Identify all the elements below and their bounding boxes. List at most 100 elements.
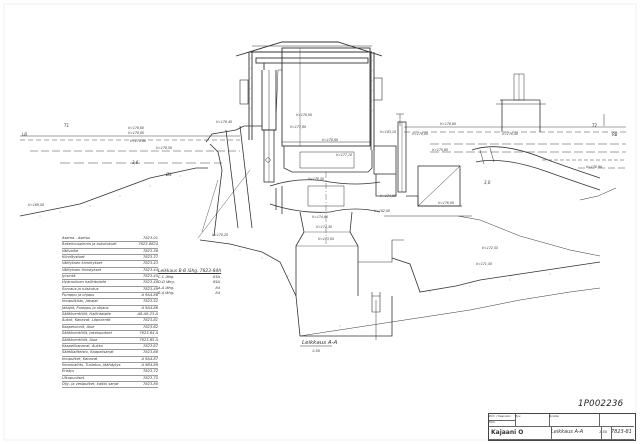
- elev-draft-c: V=174,30: [316, 225, 332, 229]
- reference-code: 7823-48: [142, 280, 158, 285]
- reference-code: 7823-67: [142, 343, 158, 348]
- reference-code: 7823-8824: [138, 242, 158, 247]
- elev-roof: V=183,10: [380, 130, 396, 134]
- elev-foundation: V=171,50: [476, 262, 492, 266]
- reference-name: Sorvaus ja ruiskutus: [62, 286, 99, 291]
- elev-right-edge: V=176,90: [586, 165, 602, 169]
- reference-name: Pumppu ja ohjaus: [62, 293, 95, 298]
- section-name: A-A lähg.: [158, 285, 175, 290]
- reference-row: Sorvaus ja ruiskutus 7823-49: [62, 286, 158, 294]
- marker-gate: Ø4: [165, 172, 172, 177]
- intake-structure: [197, 125, 275, 239]
- reference-code: 7823-01: [142, 236, 158, 240]
- reference-code: 7823-49: [142, 286, 158, 291]
- tb-label-2: Tark.: [489, 420, 516, 427]
- water-levels: [20, 126, 626, 164]
- reference-name: Imuputkisto, Jakajat: [62, 299, 98, 304]
- reference-code: 7823-68: [142, 350, 158, 355]
- reference-name: Välityksen tiivistykset: [62, 267, 102, 272]
- rock-texture: [39, 175, 591, 327]
- reference-code: 7823-75: [142, 375, 158, 380]
- section-scale: 1:50: [312, 349, 321, 353]
- elev-draft-a: V=176,50: [308, 177, 324, 181]
- reference-code: 7823-65 A: [139, 337, 158, 342]
- elevation-label-group: V=178,60 V=178,60 V=178,60 V=178,50 V=17…: [28, 113, 602, 266]
- reference-row: Säätöventtiilit, Alue 7823-65 A: [62, 338, 158, 344]
- reference-row: Hydraulinen hallintolaite 7823-48: [62, 280, 158, 287]
- section-title: Leikkaus A-A: [302, 340, 338, 346]
- marker-labels: T1 T2 LB RB Ø4 3,6 3,0: [22, 123, 618, 185]
- marker-left-bank: LB: [22, 132, 27, 137]
- section-name: D-D lähg.: [158, 280, 175, 285]
- elev-water-right-b: V=178,00: [412, 132, 428, 136]
- tb-scale: 1:50: [599, 426, 612, 440]
- reference-name: Hydraulinen hallintolaite: [62, 280, 107, 285]
- section-code: 84: [215, 285, 220, 290]
- reference-row: Kaapeloinnit, Alue 7823-62: [62, 324, 158, 332]
- reference-code: 7823-61: [142, 318, 158, 323]
- reference-name: Säätöventtiilit, Hallintalaite: [62, 312, 112, 317]
- reference-code: A 9A4-86: [141, 293, 158, 298]
- reference-name: Säätöventtiilit, Jakeluputket: [62, 331, 112, 336]
- tb-drawing-no: 7823-81: [611, 426, 634, 440]
- reference-row: Imuputket, Kanavat A 9A4-87: [62, 357, 158, 363]
- reference-code: 7823-62: [142, 324, 158, 329]
- reference-name: Välivaihe: [62, 248, 79, 253]
- reference-code: 7823-43: [142, 261, 158, 266]
- reference-name: Eristys: [62, 369, 75, 374]
- elev-lower-channel: V=172,55: [482, 246, 498, 250]
- section-code: 83A: [212, 275, 220, 279]
- title-block: Piirt. / Kaavioon Tark. Kajaani O Hyv. N…: [488, 413, 636, 441]
- reference-row: Säätöventtiilit, Jakeluputket 7823-64 A: [62, 331, 158, 338]
- bank-lines: [542, 159, 626, 169]
- reference-code: A 9A4-87: [141, 356, 158, 361]
- sections-reference: Leikkaus B-B lähg. 7823-84A C-C lähg.83A…: [158, 269, 221, 296]
- marker-right-bank: RB: [612, 132, 618, 137]
- elev-gen-floor: V=178,60: [322, 138, 338, 142]
- turbine-unit: [269, 146, 404, 340]
- elev-water-right-c: V=175,80: [432, 148, 448, 152]
- elev-water-right-d: V=176,40: [502, 132, 518, 136]
- reference-name: Imuputket, Kanavat: [62, 356, 98, 361]
- elev-left-rock-b: V=170,20: [212, 233, 228, 237]
- reference-code: A8-A9-23-A: [137, 312, 158, 317]
- tb-company: Kajaani O: [489, 426, 552, 440]
- reference-row: Säätöventtiilit, Hallintalaite A8-A9-23-A: [62, 312, 158, 319]
- reference-name: Jyrsintä: [62, 274, 76, 279]
- reference-row: Välivaihe 7823-36: [62, 248, 158, 256]
- drawing-border: [3, 3, 637, 441]
- reference-row: Imuputkisto, Jakajat 7823-52: [62, 299, 158, 306]
- tb-blank: [599, 414, 634, 427]
- section-row: B-A lähg.84: [158, 291, 220, 296]
- section-name: C-C lähg.: [158, 275, 175, 279]
- reference-code: A 9B4-89: [141, 362, 158, 367]
- marker-station-left: 3,6: [132, 160, 139, 165]
- reference-code: 7823-64 A: [139, 331, 158, 336]
- marker-down-right: T2: [592, 123, 597, 128]
- reference-name: Säätöventtiilit, Alue: [62, 337, 98, 342]
- elev-water-right-a: V=178,60: [440, 122, 456, 126]
- elev-tailwater: V=174,60: [380, 194, 396, 198]
- reference-code: 7823-36: [142, 248, 158, 253]
- reference-name: Kaapeloinnit, Alue: [62, 324, 95, 329]
- section-code: 84: [215, 290, 220, 295]
- wall-hatching: [248, 56, 375, 113]
- reference-code: 7823-52: [142, 299, 158, 304]
- reference-row: Asema - Asetus 7823-01: [62, 236, 158, 243]
- reference-name: Kaapelikanavat, Aukko: [62, 343, 104, 348]
- elev-rock-left: V=169,50: [28, 203, 44, 207]
- reference-name: Asema - Asetus: [62, 236, 90, 240]
- reference-code: 7823-80: [142, 381, 158, 386]
- ground-profile: [19, 167, 617, 337]
